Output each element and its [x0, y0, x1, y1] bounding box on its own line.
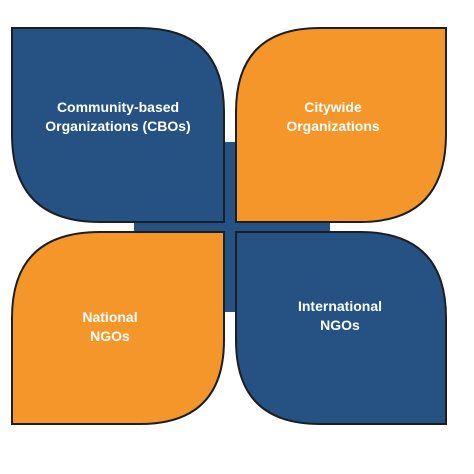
petal-bottom-right-label-line2: NGOs — [320, 317, 360, 333]
petal-bottom-left — [11, 231, 225, 425]
petal-bottom-right — [235, 231, 447, 425]
petal-top-left-label-line1: Community-based — [57, 99, 179, 115]
petal-top-right-label-line2: Organizations — [286, 118, 380, 134]
vertical-connector — [222, 142, 238, 312]
petal-top-right-label-line1: Citywide — [304, 99, 362, 115]
petal-top-right — [235, 27, 447, 223]
petal-bottom-left-label-line1: National — [82, 309, 137, 325]
petal-top-left-label-line2: Organizations (CBOs) — [45, 118, 190, 134]
petal-bottom-left-label-line2: NGOs — [90, 328, 130, 344]
petal-bottom-right-label-line1: International — [298, 298, 382, 314]
petal-top-left — [11, 27, 225, 223]
